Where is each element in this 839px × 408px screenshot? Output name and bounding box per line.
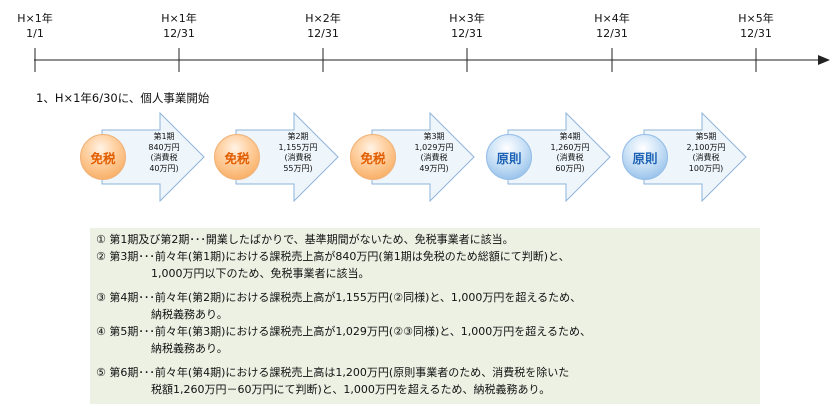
period-detail-line: 第1期: [153, 132, 175, 141]
period-detail-line: 1,029万円: [414, 142, 454, 152]
explanation-line: ⑤ 第6期･･･前々年(第4期)における課税売上高は1,200万円(原則事業者の…: [96, 366, 570, 379]
period-detail-line: 40万円): [149, 163, 179, 173]
period-detail-line: 第2期: [287, 132, 309, 141]
period-detail-line: 第3期: [423, 132, 445, 141]
tax-exempt-badge: 免税: [214, 134, 260, 180]
explanation-line: ③ 第4期･･･前々年(第2期)における課税売上高が1,155万円(②同様)と、…: [96, 291, 582, 304]
timeline-date-label: H×2年 12/31: [283, 11, 363, 41]
explanation-line: 税額1,260万円－60万円にて判断)と、1,000万円を超えるため、納税義務あ…: [96, 383, 551, 396]
timeline-day: 12/31: [163, 27, 195, 40]
timeline-year: H×1年: [17, 12, 53, 25]
explanation-line: ④ 第5期･･･前々年(第3期)における課税売上高が1,029万円(②③同様)と…: [96, 325, 591, 338]
explanation-line: 納税義務あり。: [96, 308, 228, 321]
principle-badge: 原則: [486, 134, 532, 180]
period-detail-line: 1,260万円: [550, 142, 590, 152]
timeline-year: H×1年: [161, 12, 197, 25]
timeline: [34, 48, 830, 72]
period-detail-line: 55万円): [283, 163, 313, 173]
period-arrow: [507, 112, 611, 202]
timeline-day: 12/31: [740, 27, 772, 40]
period-arrow: [235, 112, 339, 202]
period-detail-line: 60万円): [555, 163, 585, 173]
explanation-box: ① 第1期及び第2期･･･開業したばかりで、基準期間がないため、免税事業者に該当…: [90, 228, 760, 404]
explanation-line: 1,000万円以下のため、免税事業者に該当。: [96, 267, 370, 280]
explanation-line: 納税義務あり。: [96, 342, 228, 355]
timeline-date-label: H×1年 12/31: [139, 11, 219, 41]
timeline-date-label: H×3年 12/31: [427, 11, 507, 41]
period-arrow: [101, 112, 205, 202]
timeline-day: 12/31: [307, 27, 339, 40]
explanation-line: ② 第3期･･･前々年(第1期)における課税売上高が840万円(第1期は免税のた…: [96, 250, 570, 263]
period-detail-line: 1,155万円: [278, 142, 318, 152]
period-detail-line: (消費税: [556, 153, 584, 162]
timeline-year: H×2年: [305, 12, 341, 25]
timeline-arrowhead: [818, 55, 830, 65]
period-detail-line: 49万円): [419, 163, 449, 173]
timeline-date-label: H×5年 12/31: [716, 11, 796, 41]
period-detail-line: (消費税: [692, 153, 720, 162]
timeline-year: H×4年: [594, 12, 630, 25]
timeline-date-label: H×4年 12/31: [572, 11, 652, 41]
tax-exempt-badge: 免税: [80, 134, 126, 180]
explanation-line: ① 第1期及び第2期･･･開業したばかりで、基準期間がないため、免税事業者に該当…: [96, 233, 514, 246]
business-start-note: 1、H×1年6/30に、個人事業開始: [36, 91, 210, 105]
period-detail-line: 840万円: [148, 142, 180, 152]
timeline-year: H×5年: [738, 12, 774, 25]
tax-exempt-badge: 免税: [350, 134, 396, 180]
period-detail-line: (消費税: [420, 153, 448, 162]
period-arrow: [643, 112, 747, 202]
period-detail-line: (消費税: [150, 153, 178, 162]
timeline-year: H×3年: [449, 12, 485, 25]
period-detail-line: 2,100万円: [686, 142, 726, 152]
timeline-date-label: H×1年 1/1: [0, 11, 75, 41]
period-arrow: [371, 112, 475, 202]
timeline-day: 12/31: [451, 27, 483, 40]
period-detail-line: 第4期: [559, 132, 581, 141]
period-detail-line: (消費税: [284, 153, 312, 162]
timeline-day: 12/31: [596, 27, 628, 40]
period-detail-line: 100万円): [688, 163, 724, 173]
period-detail-line: 第5期: [695, 132, 717, 141]
principle-badge: 原則: [622, 134, 668, 180]
timeline-day: 1/1: [26, 27, 44, 40]
